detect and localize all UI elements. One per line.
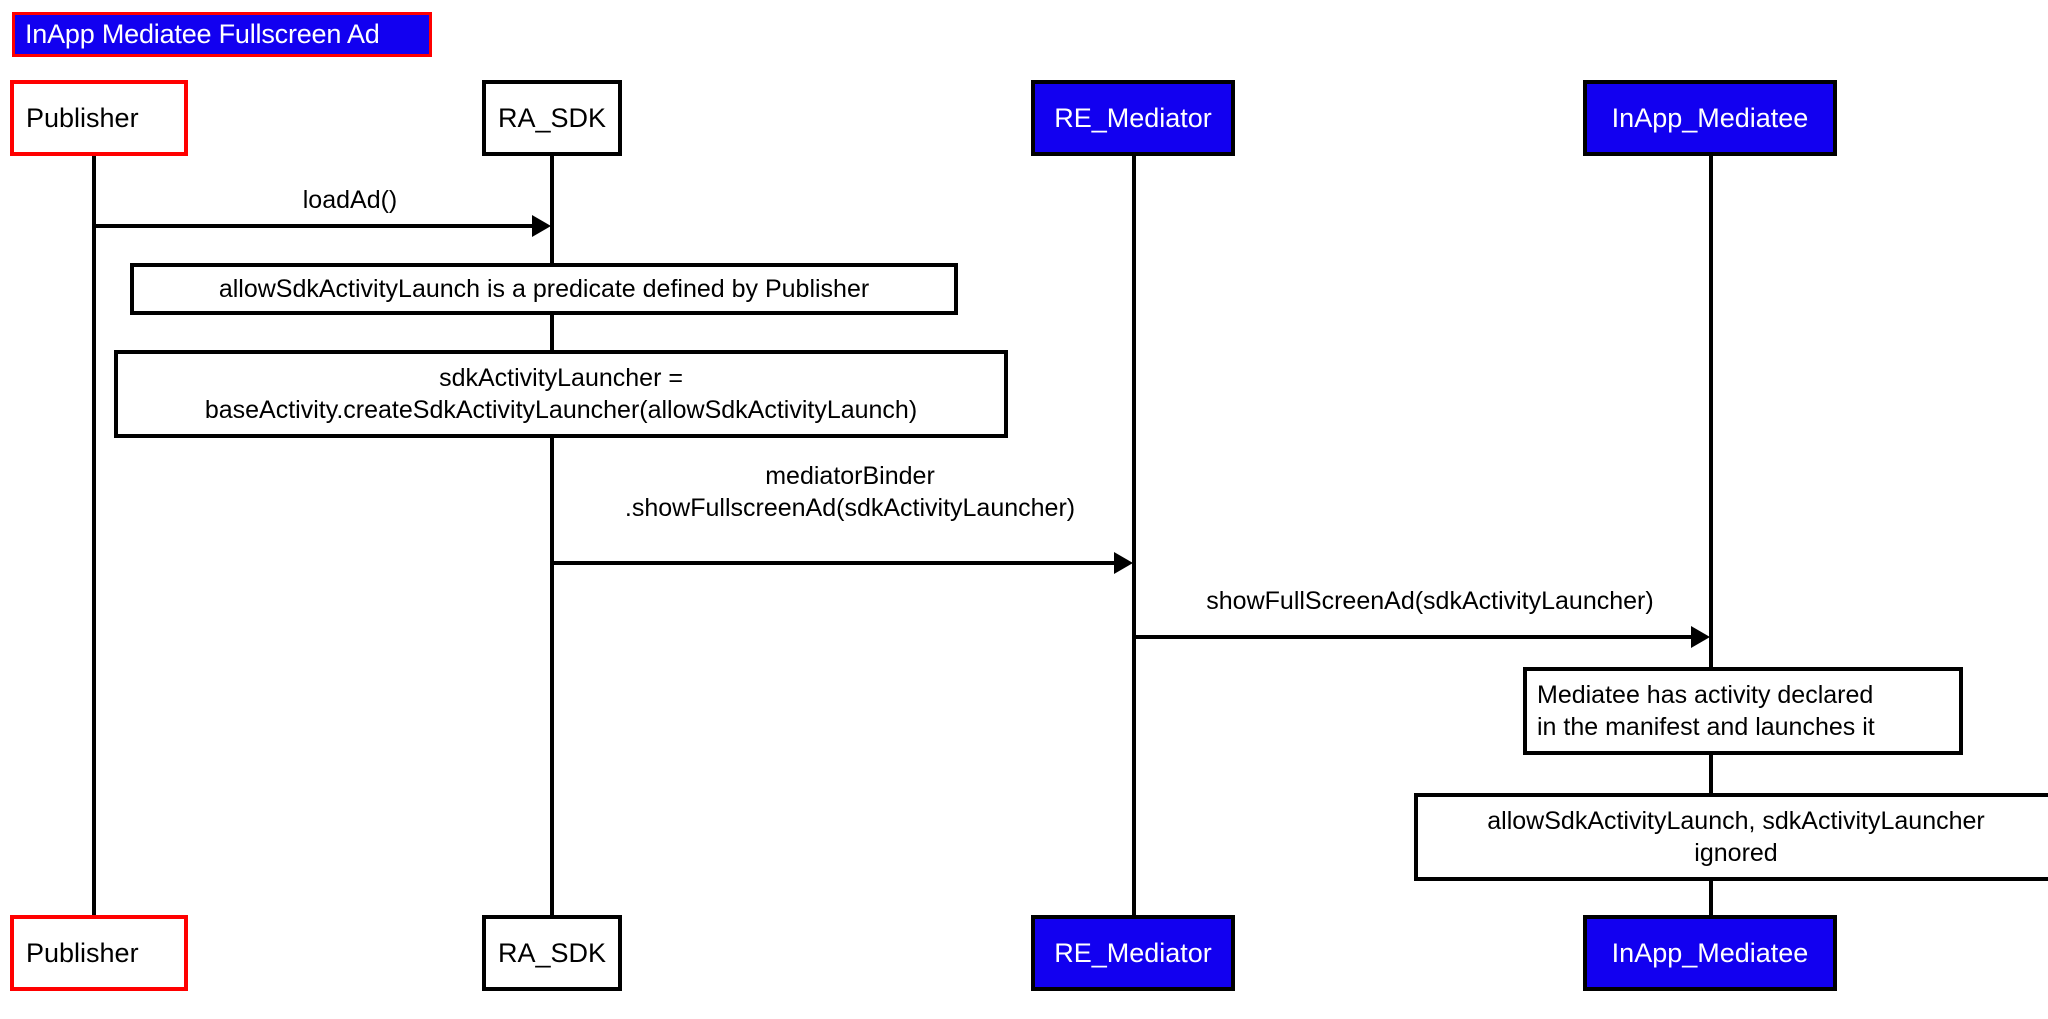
participant-label: InApp_Mediatee xyxy=(1611,102,1809,133)
message-arrow-show-fullscreen-ad-mediatee xyxy=(1132,635,1691,639)
participant-ra-sdk-bottom[interactable]: RA_SDK xyxy=(482,915,622,991)
participant-label: RA_SDK xyxy=(497,102,607,133)
participant-inapp-mediatee-top[interactable]: InApp_Mediatee xyxy=(1583,80,1837,156)
participant-label: RA_SDK xyxy=(497,937,607,968)
lifeline-publisher xyxy=(92,155,96,915)
lifeline-ra-sdk xyxy=(550,155,554,915)
participant-label: InApp_Mediatee xyxy=(1611,937,1809,968)
note-line: allowSdkActivityLaunch, sdkActivityLaunc… xyxy=(1487,807,1985,835)
note-line: allowSdkActivityLaunch is a predicate de… xyxy=(218,275,870,303)
participant-publisher-bottom[interactable]: Publisher xyxy=(10,915,188,991)
note-sdk-activity-launcher: sdkActivityLauncher = baseActivity.creat… xyxy=(114,350,1008,438)
message-arrow-show-fullscreen-ad xyxy=(550,561,1114,565)
message-label-show-fullscreen-ad: mediatorBinder .showFullscreenAd(sdkActi… xyxy=(560,460,1140,524)
diagram-title-banner: InApp Mediatee Fullscreen Ad xyxy=(12,12,432,57)
note-manifest: Mediatee has activity declared in the ma… xyxy=(1523,667,1963,755)
note-line: in the manifest and launches it xyxy=(1537,713,1875,741)
message-label-load-ad: loadAd() xyxy=(150,184,550,216)
message-arrow-load-ad xyxy=(92,224,532,228)
note-ignored: allowSdkActivityLaunch, sdkActivityLaunc… xyxy=(1414,793,2048,881)
participant-re-mediator-top[interactable]: RE_Mediator xyxy=(1031,80,1235,156)
message-label-line: loadAd() xyxy=(302,186,398,214)
participant-inapp-mediatee-bottom[interactable]: InApp_Mediatee xyxy=(1583,915,1837,991)
message-label-show-fullscreen-ad-mediatee: showFullScreenAd(sdkActivityLauncher) xyxy=(1140,585,1720,617)
note-line: baseActivity.createSdkActivityLauncher(a… xyxy=(204,396,918,424)
arrowhead-icon xyxy=(1691,626,1710,648)
participant-publisher-top[interactable]: Publisher xyxy=(10,80,188,156)
note-line: sdkActivityLauncher = xyxy=(439,364,683,392)
message-label-line: mediatorBinder xyxy=(765,462,935,490)
arrowhead-icon xyxy=(532,215,551,237)
message-label-line: showFullScreenAd(sdkActivityLauncher) xyxy=(1206,587,1654,615)
note-line: Mediatee has activity declared xyxy=(1537,681,1874,709)
note-predicate: allowSdkActivityLaunch is a predicate de… xyxy=(130,263,958,315)
participant-re-mediator-bottom[interactable]: RE_Mediator xyxy=(1031,915,1235,991)
participant-label: RE_Mediator xyxy=(1054,102,1212,133)
message-label-line: .showFullscreenAd(sdkActivityLauncher) xyxy=(624,494,1076,522)
participant-label: Publisher xyxy=(26,937,139,968)
participant-ra-sdk-top[interactable]: RA_SDK xyxy=(482,80,622,156)
participant-label: RE_Mediator xyxy=(1054,937,1212,968)
note-line: ignored xyxy=(1694,839,1778,867)
lifeline-re-mediator xyxy=(1132,155,1136,915)
participant-label: Publisher xyxy=(26,102,139,133)
lifeline-inapp-mediatee xyxy=(1709,155,1713,915)
arrowhead-icon xyxy=(1114,552,1133,574)
